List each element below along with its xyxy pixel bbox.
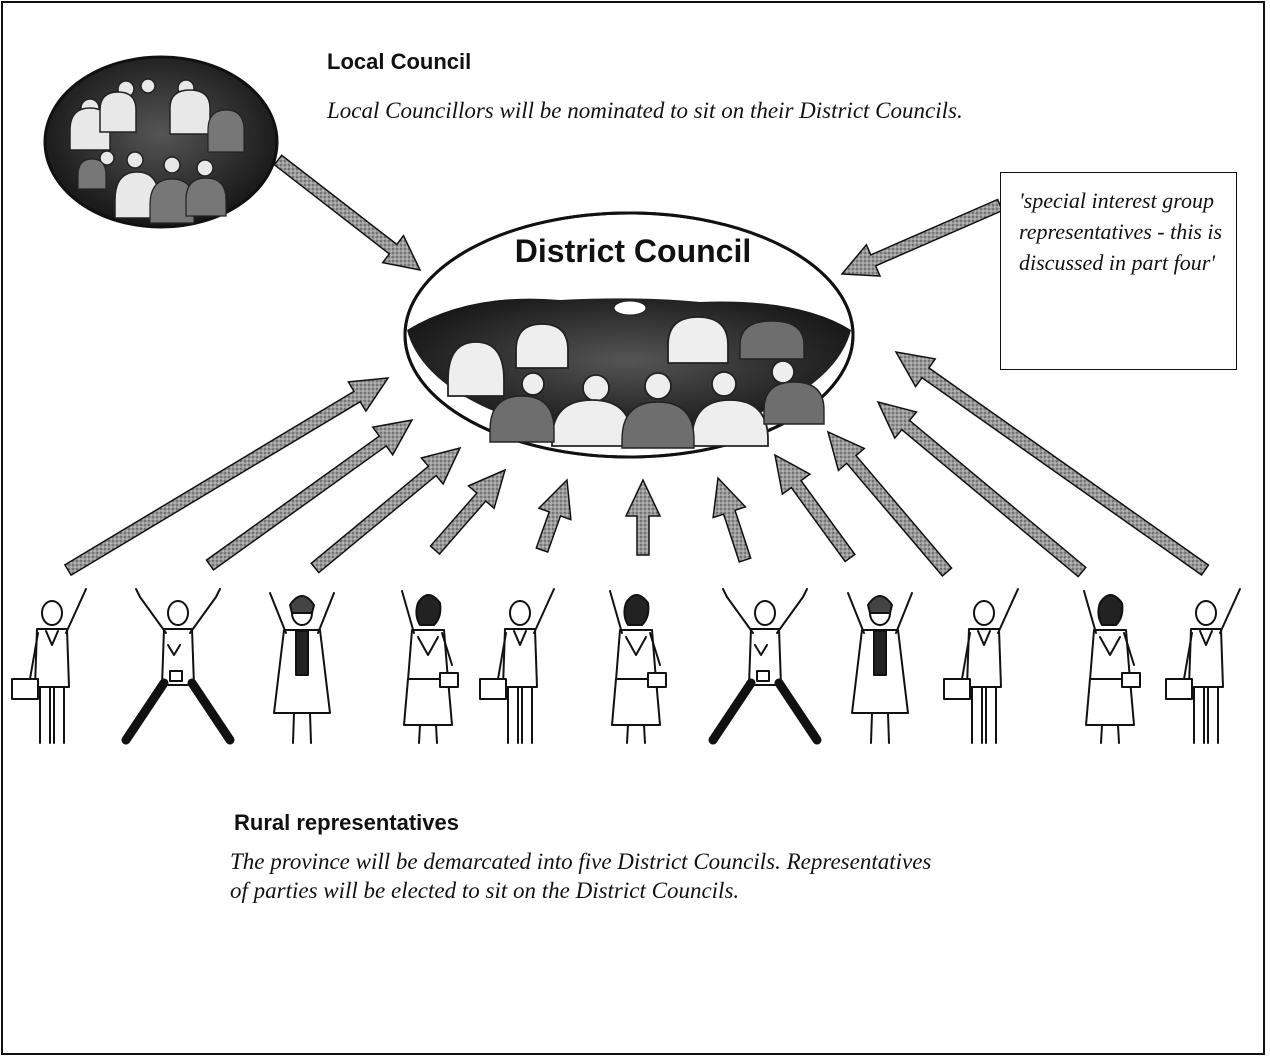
district-council-image: District Council bbox=[403, 211, 855, 459]
rural-arrow-3 bbox=[310, 446, 462, 574]
rural-figure-woman-coat bbox=[847, 592, 913, 744]
rural-arrow-10 bbox=[876, 400, 1087, 578]
rural-figure-man-cheering bbox=[121, 588, 235, 745]
rural-arrow-8 bbox=[773, 453, 856, 563]
rural-arrow-2 bbox=[205, 418, 414, 571]
rural-figure-man-cheering bbox=[708, 588, 822, 745]
rural-figure-woman-coat bbox=[269, 592, 335, 744]
rural-figure-man-briefcase bbox=[11, 588, 87, 744]
arrow-special-interest-to-district bbox=[840, 198, 1004, 277]
rural-arrow-4 bbox=[429, 468, 507, 556]
rural-figure-woman-handbag bbox=[609, 590, 667, 744]
district-council-label: District Council bbox=[515, 233, 751, 269]
rural-representatives-heading: Rural representatives bbox=[234, 810, 459, 835]
local-council-heading: Local Council bbox=[327, 49, 472, 74]
rural-arrow-6 bbox=[624, 478, 662, 556]
arrows-rural-to-district bbox=[63, 350, 1210, 578]
rural-figures bbox=[11, 588, 1241, 745]
rural-figure-man-briefcase bbox=[943, 588, 1019, 744]
rural-figure-man-briefcase bbox=[1165, 588, 1241, 744]
local-council-image bbox=[43, 55, 279, 229]
rural-arrow-1 bbox=[63, 377, 390, 577]
local-council-description: Local Councillors will be nominated to s… bbox=[327, 98, 963, 123]
rural-arrow-11 bbox=[894, 350, 1210, 576]
rural-arrow-7 bbox=[712, 476, 752, 563]
rural-representatives-description: The province will be demarcated into fiv… bbox=[230, 849, 932, 903]
arrows bbox=[63, 154, 1210, 578]
rural-arrow-5 bbox=[535, 478, 572, 553]
rural-figure-woman-handbag bbox=[1083, 590, 1141, 744]
rural-figure-woman-handbag bbox=[401, 590, 459, 744]
rural-figure-man-briefcase bbox=[479, 588, 555, 744]
special-interest-note: 'special interest group representatives … bbox=[1000, 172, 1237, 370]
rural-arrow-9 bbox=[826, 430, 953, 577]
arrow-local-to-district bbox=[273, 154, 422, 272]
